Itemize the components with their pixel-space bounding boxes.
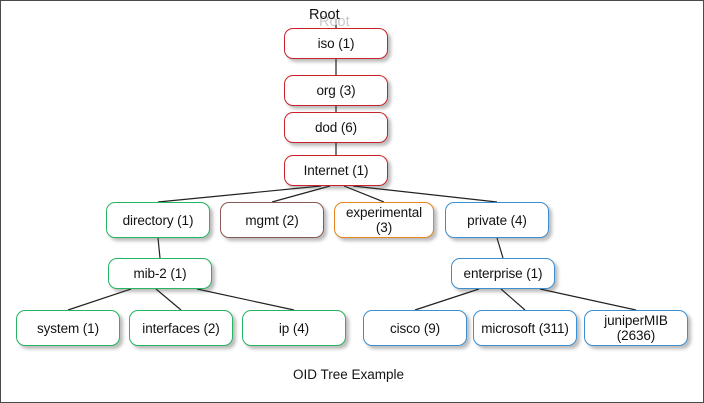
node-interfaces[interactable]: interfaces (2): [129, 310, 233, 346]
edge-internet-to-experimental: [343, 185, 385, 203]
root-label: Root: [309, 7, 340, 23]
node-org[interactable]: org (3): [284, 75, 388, 106]
node-enterprise[interactable]: enterprise (1): [451, 258, 555, 289]
node-iso[interactable]: iso (1): [284, 28, 388, 59]
edge-mib2-to-interfaces: [155, 288, 182, 311]
edge-private-to-enterprise: [496, 237, 504, 259]
edge-internet-to-private: [352, 185, 498, 203]
node-ip[interactable]: ip (4): [242, 310, 346, 346]
node-system[interactable]: system (1): [16, 310, 120, 346]
diagram-caption: OID Tree Example: [293, 367, 405, 382]
node-private[interactable]: private (4): [445, 202, 549, 238]
node-dod[interactable]: dod (6): [284, 112, 388, 143]
edge-enterprise-to-cisco: [414, 288, 480, 311]
node-mib2[interactable]: mib-2 (1): [108, 258, 212, 289]
node-experimental[interactable]: experimental (3): [334, 202, 434, 238]
node-cisco[interactable]: cisco (9): [363, 310, 467, 346]
node-microsoft[interactable]: microsoft (311): [473, 310, 577, 346]
node-juniper[interactable]: juniperMIB (2636): [584, 310, 688, 346]
edge-mib2-to-system: [67, 288, 132, 311]
node-directory[interactable]: directory (1): [106, 202, 210, 238]
node-internet[interactable]: Internet (1): [284, 155, 388, 186]
edge-enterprise-to-microsoft: [500, 288, 526, 311]
root-label-shadow: Root: [319, 14, 350, 30]
edge-internet-to-directory: [157, 185, 322, 203]
edge-directory-to-mib2: [157, 237, 161, 259]
edge-mib2-to-ip: [196, 288, 295, 311]
node-mgmt[interactable]: mgmt (2): [220, 202, 324, 238]
edge-enterprise-to-juniper: [539, 288, 637, 311]
edge-internet-to-mgmt: [271, 185, 331, 203]
